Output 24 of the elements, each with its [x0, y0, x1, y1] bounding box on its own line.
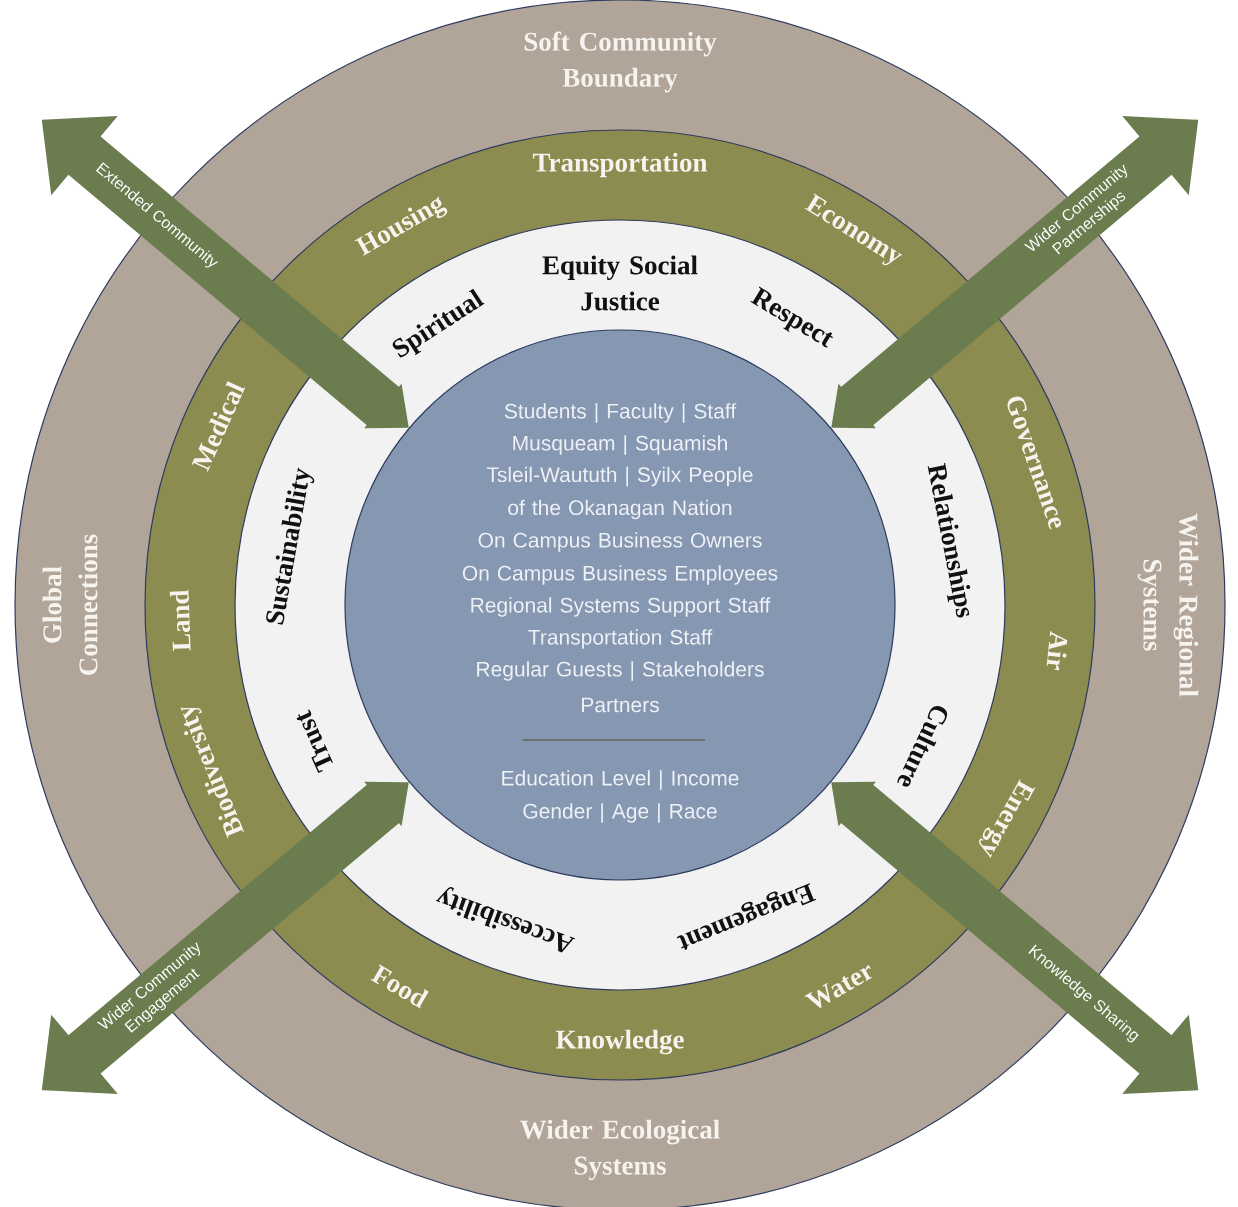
group-label: On Campus Business Employees — [462, 565, 778, 585]
group-label: Transportation Staff — [528, 629, 713, 649]
group-label: Partners — [582, 697, 659, 713]
ring-label: Food — [370, 964, 429, 1009]
ring-label: Knowledge — [555, 1029, 684, 1055]
group-label: Regional Systems Support Staff — [471, 597, 771, 617]
group-label: Regular Guests | Stakeholders — [477, 661, 764, 681]
ring-label: Air — [1046, 630, 1068, 671]
ring-label: Wider Regional Systems — [1137, 513, 1199, 697]
ring-label: Wider Ecological Systems — [520, 1119, 720, 1181]
group-label: On Campus Business Owners — [478, 532, 762, 552]
group-label: Tsleil-Waututh | Syilx People of the Okanagan Nation — [486, 466, 753, 520]
group-label: Education Level | Income — [502, 770, 739, 790]
ring-label: Land — [169, 589, 191, 651]
ring-label: Global Connections — [42, 534, 98, 675]
ring-label: Relationships — [927, 462, 971, 618]
ring-label: Trust — [296, 709, 333, 774]
group-label: Gender | Age | Race — [523, 803, 717, 823]
ring-label: Soft Community Boundary — [524, 31, 717, 93]
group-label: Musqueam | Squamish — [513, 435, 727, 455]
ring-label: Water — [804, 964, 873, 1009]
ring-label: Transportation — [532, 152, 708, 178]
ring-label: Equity Social Justice — [542, 255, 698, 311]
group-label: Students | Faculty | Staff — [504, 403, 737, 423]
